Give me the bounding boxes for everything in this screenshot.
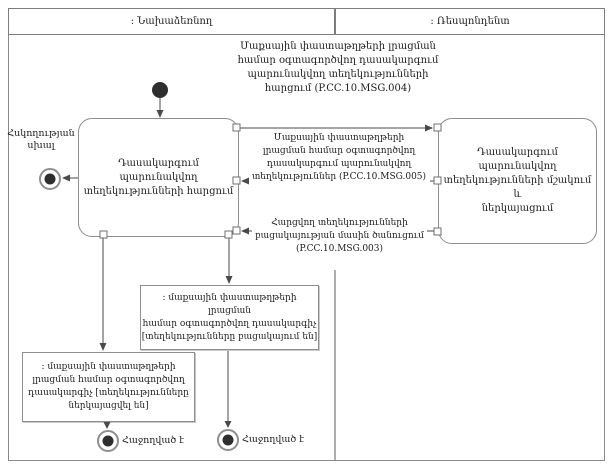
object-presented-label: : մաքսային փաստաթղթերի լրացման համար օգտ… bbox=[28, 362, 189, 411]
object-missing-label: : մաքսային փաստաթղթերի լրացման համար օգտ… bbox=[141, 292, 318, 342]
object-node-classifier-missing: : մաքսային փաստաթղթերի լրացման համար օգտ… bbox=[140, 285, 319, 350]
success-label-right: Հաջողված է bbox=[242, 434, 305, 445]
activity-request-classifier-info: Դասակարգում պարունակվող տեղեկությունների… bbox=[78, 118, 239, 237]
lane-title-respondent: : Ռեսպոնդենտ bbox=[430, 16, 510, 27]
msg005-label: Մաքսային փաստաթղթերի լրացման համար օգտագ… bbox=[248, 132, 430, 184]
msg004-label: Մաքսային փաստաթղթերի լրացման համար օգտագ… bbox=[237, 41, 439, 94]
object-node-classifier-presented: : մաքսային փաստաթղթերի լրացման համար օգտ… bbox=[22, 352, 195, 422]
swimlane-header-initiator: : Նախաձեռնող bbox=[8, 8, 335, 35]
control-error-label: Հսկողության սխալ bbox=[7, 128, 75, 151]
success-label-left: Հաջողված է bbox=[122, 435, 185, 446]
lane-title-initiator: : Նախաձեռնող bbox=[130, 16, 213, 27]
swimlane-header-respondent: : Ռեսպոնդենտ bbox=[335, 8, 605, 35]
activity-process-present-info: Դասակարգում պարունակվող տեղեկությունների… bbox=[438, 118, 597, 244]
activity-process-label: Դասակարգում պարունակվող տեղեկությունների… bbox=[443, 147, 592, 214]
msg003-label: Հարցվող տեղեկությունների բացակայության մ… bbox=[252, 217, 427, 256]
activity-request-label: Դասակարգում պարունակվող տեղեկությունների… bbox=[83, 157, 234, 197]
